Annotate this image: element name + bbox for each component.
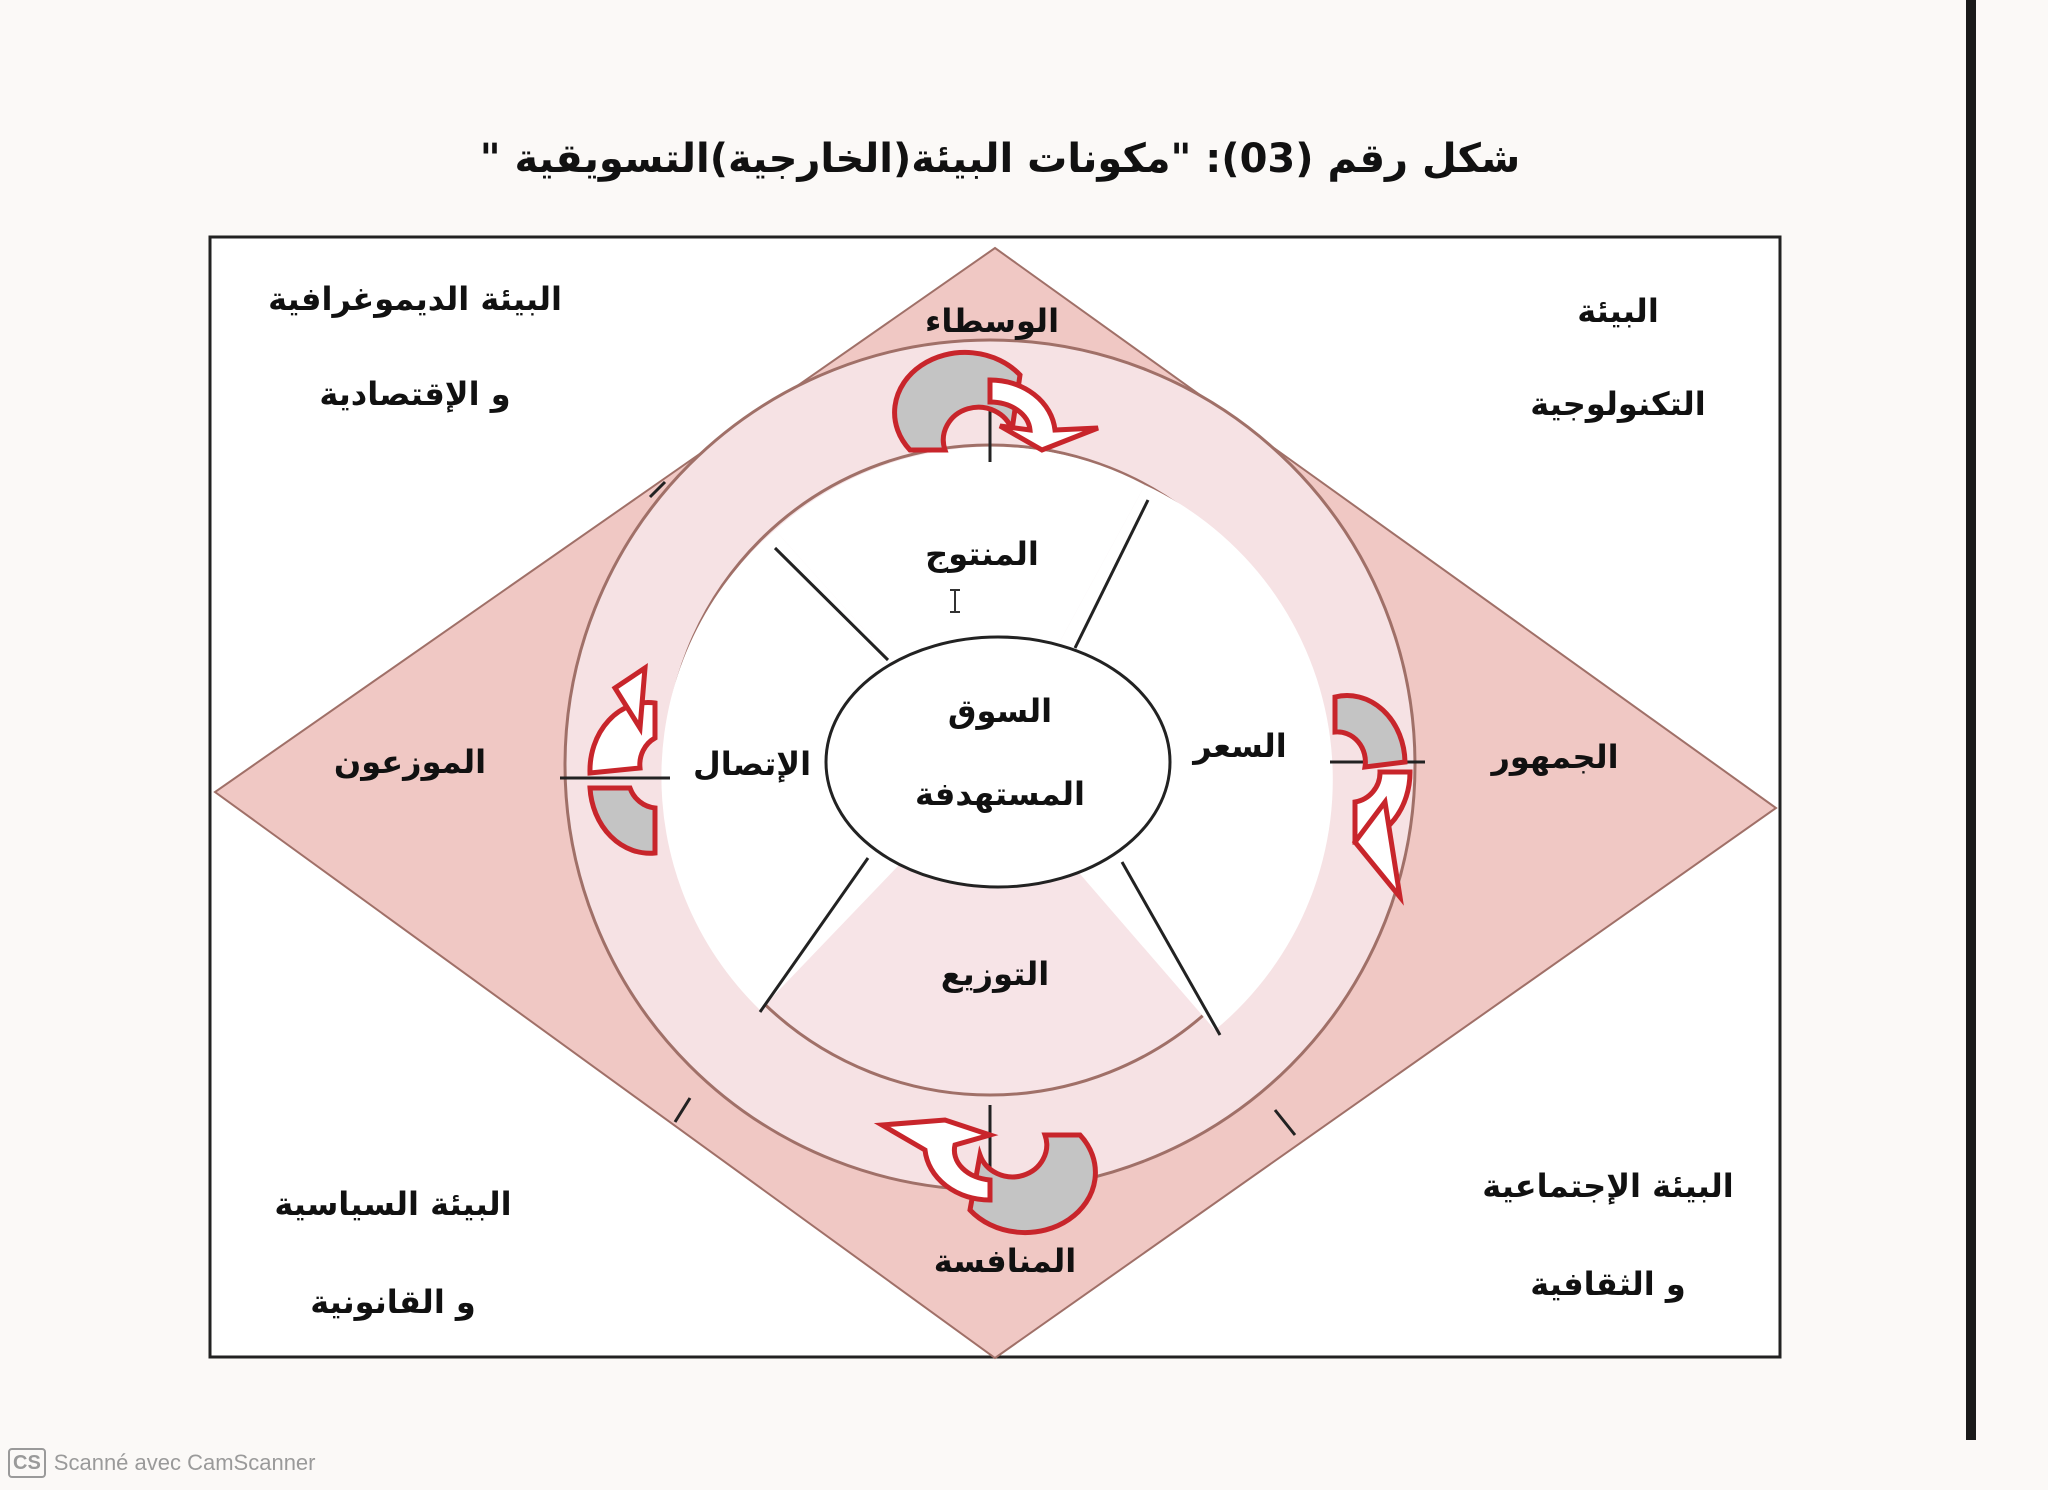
diamond-left-label: الموزعون [334,743,486,781]
cycle-arrow-icon [873,1117,1098,1236]
spoke-line [773,546,890,662]
diamond-tick [1273,1109,1297,1136]
distribution-label: التوزيع [941,955,1049,993]
camscanner-logo: CS [8,1448,46,1478]
diamond-tick [673,1097,692,1123]
center-label-line2: المستهدفة [915,775,1085,813]
diamond-bottom-label: المنافسة [934,1242,1076,1280]
corner-bottom-right-line2: و الثقافية [1530,1265,1686,1303]
spoke-line [758,857,870,1013]
spoke-line [1120,861,1222,1036]
target-market-ellipse [824,635,1172,889]
diamond-right-label: الجمهور [1489,738,1618,776]
spoke-line [1073,499,1150,649]
cursor-ibeam-icon [950,589,960,613]
cycle-arrow-icon [587,663,658,856]
corner-top-right-line2: التكنولوجية [1530,385,1705,423]
communication-label: الإتصال [693,745,811,783]
center-label-line1: السوق [948,692,1052,730]
corner-bottom-right-line1: البيئة الإجتماعية [1482,1167,1733,1205]
corner-top-right-line1: البيئة [1577,292,1659,330]
product-sector [775,446,1145,770]
corner-top-left-line2: و الإقتصادية [319,375,510,413]
figure-title: شكل رقم (03): "مكونات البيئة(الخارجية)ال… [480,136,1521,182]
cycle-arrow-icon [892,349,1099,453]
product-label: المنتوج [925,535,1039,573]
page-edge-line [1966,0,1976,1440]
corner-top-left-line1: البيئة الديموغرافية [268,280,562,318]
diamond-tick [648,480,667,499]
price-label: السعر [1191,727,1287,765]
camscanner-watermark: CS Scanné avec CamScanner [8,1448,316,1478]
cycle-arrow-icon [1332,693,1413,906]
watermark-text: Scanné avec CamScanner [53,1450,316,1475]
corner-bottom-left-line1: البيئة السياسية [274,1185,511,1223]
diamond-top-label: الوسطاء [925,302,1059,340]
corner-bottom-left-line2: و القانونية [310,1283,476,1321]
